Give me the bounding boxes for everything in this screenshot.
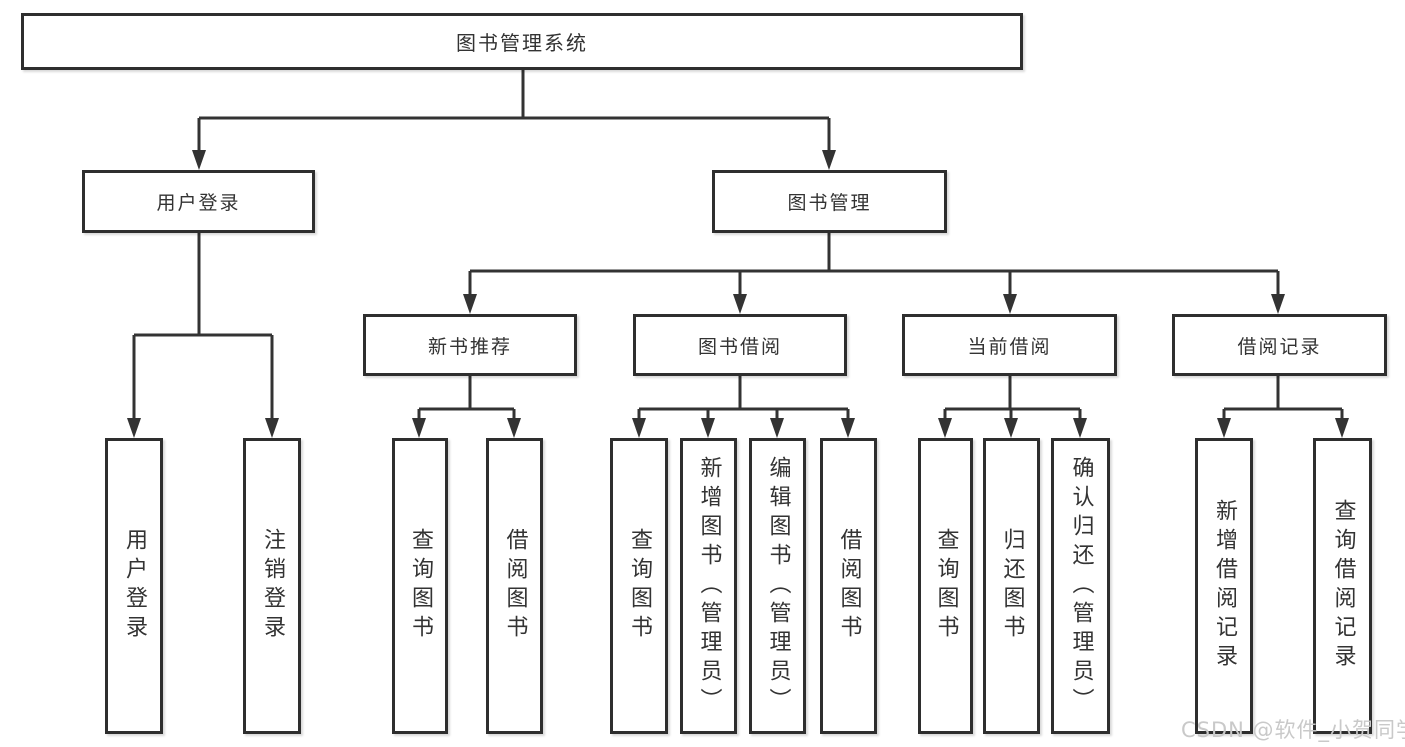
leaf-query-borrow-record: 查询借阅记录 [1313, 438, 1372, 734]
node-label: 图书借阅 [697, 335, 782, 358]
arrowheads-level2 [192, 150, 836, 170]
csdn-watermark: CSDN @软件_小贺同学 [1181, 718, 1405, 742]
arrowheads-level3 [463, 294, 1285, 314]
node-label: 图书管理 [787, 192, 872, 214]
node-label: 查询图书 [933, 528, 959, 644]
connector-book-mgmt-to-level3 [468, 233, 1280, 296]
leaf-add-books-admin: 新增图书（管理员） [680, 438, 737, 734]
node-library-management-system: 图书管理系统 [21, 13, 1023, 70]
leaf-query-books-nbr: 查询图书 [392, 438, 448, 734]
node-book-borrowing: 图书借阅 [633, 314, 847, 376]
leaf-add-borrow-record: 新增借阅记录 [1195, 438, 1253, 734]
connector-user-login-to-leaves [132, 233, 274, 420]
node-label: 新增图书（管理员） [696, 455, 722, 717]
node-label: 当前借阅 [967, 335, 1052, 358]
node-label: 查询图书 [627, 528, 652, 644]
node-label: 图书管理系统 [456, 31, 588, 55]
leaf-return-books: 归还图书 [983, 438, 1040, 734]
node-label: 归还图书 [999, 528, 1025, 644]
node-label: 借阅图书 [502, 528, 528, 644]
arrowheads-book-borrow-leaves [632, 418, 855, 438]
node-label: 注销登录 [260, 528, 285, 644]
node-label: 新书推荐 [427, 335, 512, 358]
node-label: 新增借阅记录 [1212, 499, 1237, 673]
node-user-login: 用户登录 [82, 170, 315, 233]
connector-new-book-rec-leaves [417, 376, 516, 420]
node-label: 借阅图书 [836, 528, 862, 644]
arrowheads-borrow-record-leaves [1217, 418, 1349, 438]
leaf-logout: 注销登录 [243, 438, 301, 734]
leaf-edit-books-admin: 编辑图书（管理员） [749, 438, 806, 734]
arrowheads-new-book-rec-leaves [412, 418, 521, 438]
leaf-confirm-return-admin: 确认归还（管理员） [1051, 438, 1110, 734]
connector-root-to-level2 [197, 70, 831, 152]
leaf-query-books-cb: 查询图书 [918, 438, 973, 734]
node-new-book-recommend: 新书推荐 [363, 314, 577, 376]
leaf-borrow-books-bb: 借阅图书 [820, 438, 877, 734]
connector-book-borrow-leaves [637, 376, 850, 420]
node-borrowing-records: 借阅记录 [1172, 314, 1387, 376]
node-label: 用户登录 [156, 192, 241, 214]
arrowheads-user-login-leaves [127, 418, 279, 438]
leaf-query-books-bb: 查询图书 [610, 438, 668, 734]
node-label: 编辑图书（管理员） [765, 455, 791, 717]
node-book-management: 图书管理 [712, 170, 947, 233]
arrowheads-current-borrow-leaves [938, 418, 1087, 438]
node-label: 查询图书 [408, 528, 433, 644]
node-label: 借阅记录 [1237, 335, 1322, 358]
connector-current-borrow-leaves [943, 376, 1082, 420]
leaf-user-login: 用户登录 [105, 438, 163, 734]
node-current-borrowing: 当前借阅 [902, 314, 1117, 376]
node-label: 确认归还（管理员） [1068, 455, 1094, 717]
node-label: 用户登录 [122, 528, 147, 644]
connector-borrow-record-leaves [1222, 376, 1344, 420]
leaf-borrow-books-nbr: 借阅图书 [486, 438, 543, 734]
node-label: 查询借阅记录 [1330, 499, 1356, 673]
